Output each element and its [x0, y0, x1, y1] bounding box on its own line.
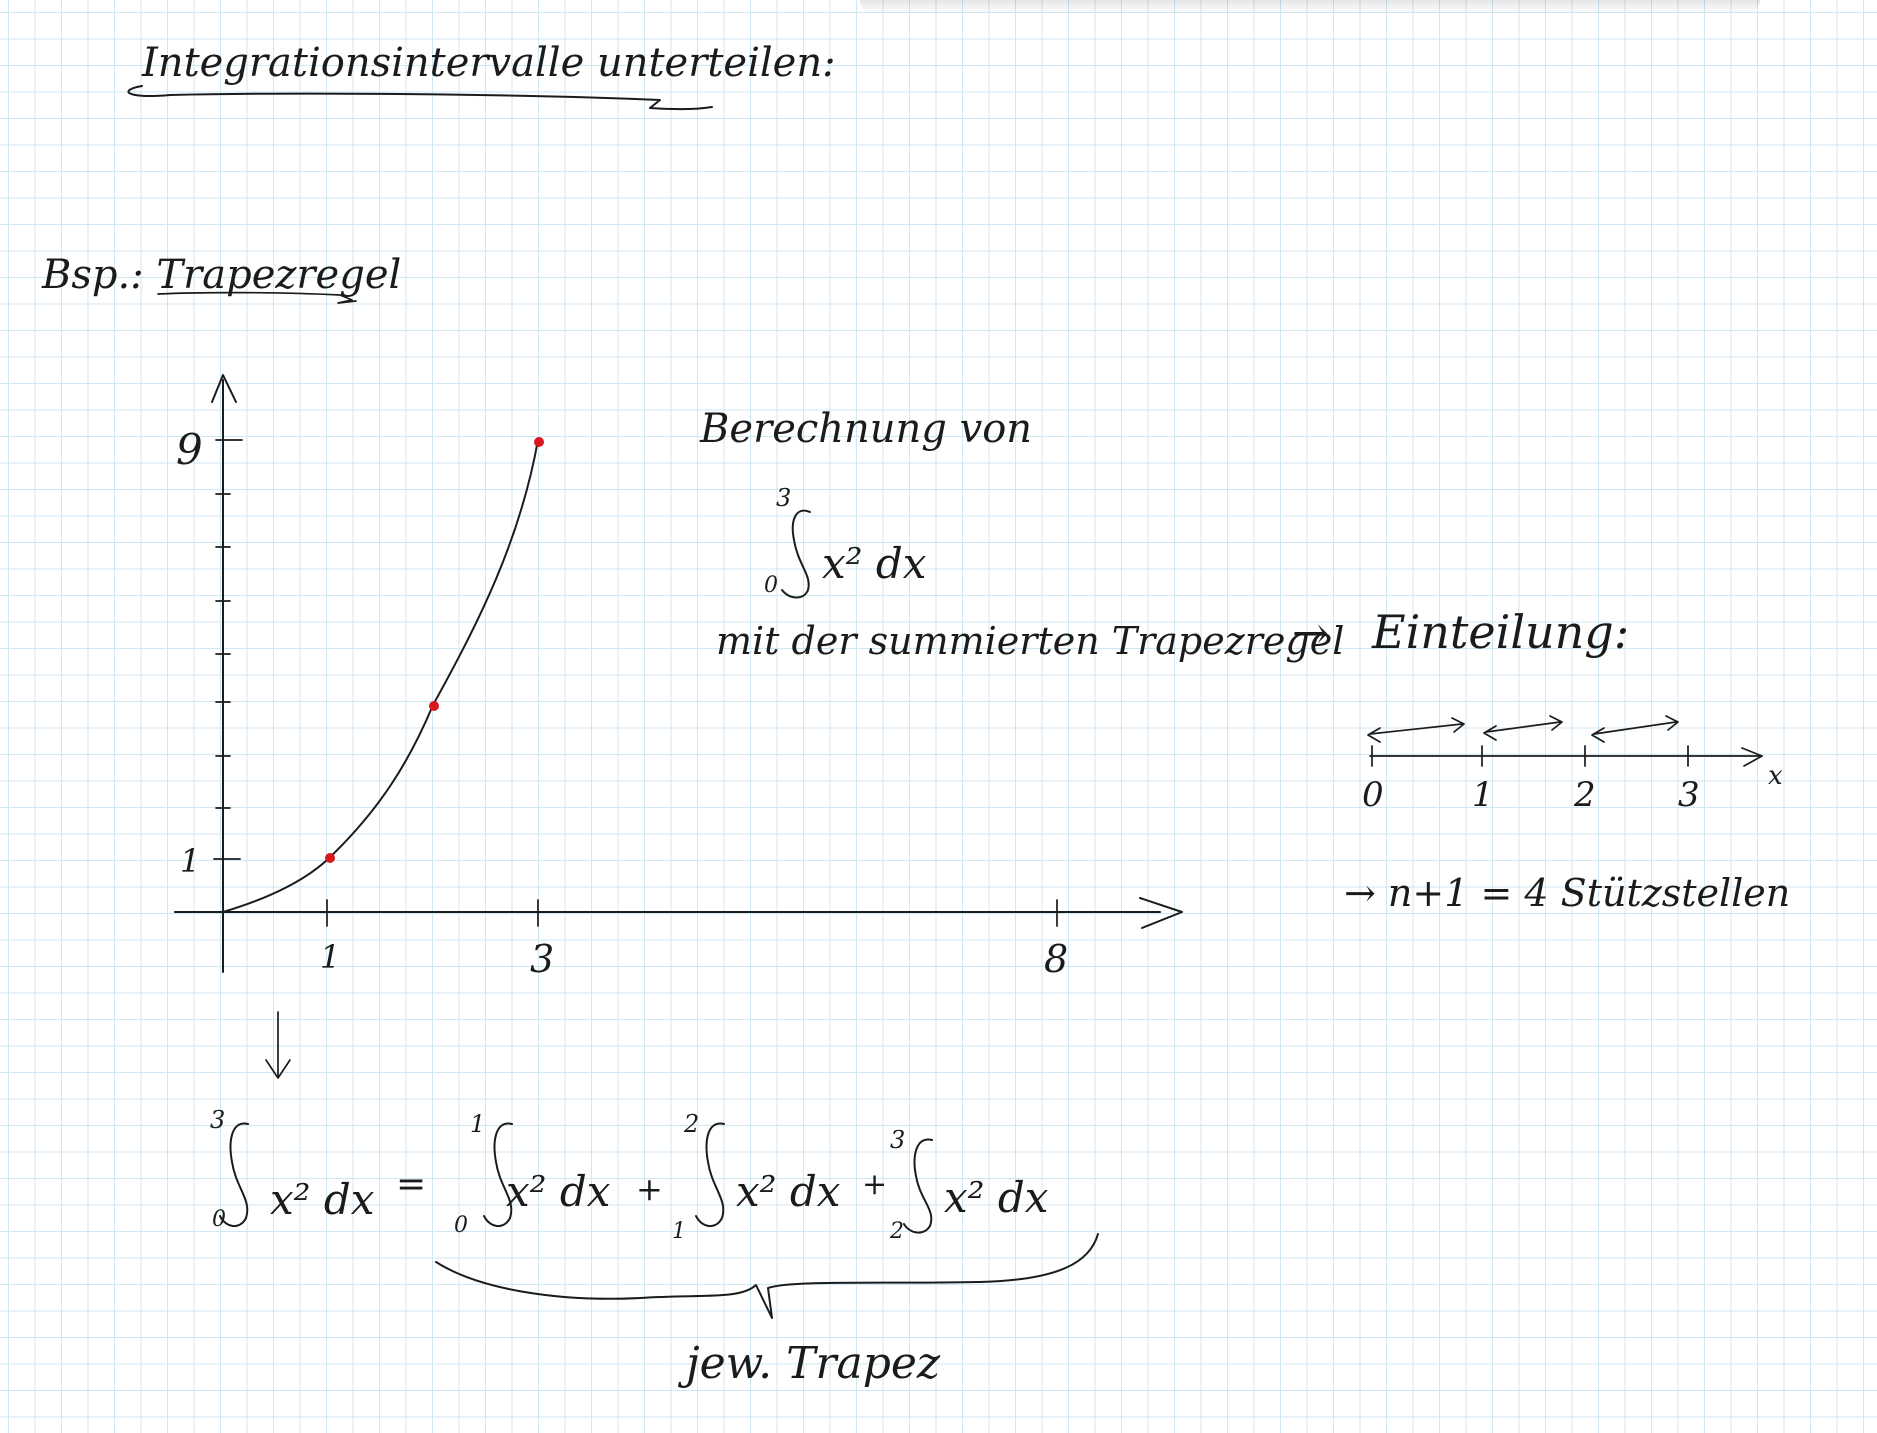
division-label: Einteilung:: [1371, 605, 1629, 659]
x-tick-label-1: 1: [320, 938, 340, 976]
term2-lower: 1: [672, 1219, 686, 1244]
term2-upper: 2: [683, 1110, 699, 1138]
lhs-lower: 0: [212, 1207, 226, 1232]
term2-integral-sign: [695, 1122, 725, 1227]
y-tick-label-9: 9: [176, 425, 203, 474]
support-points-note: → n+1 = 4 Stützstellen: [1344, 871, 1790, 915]
term3-upper: 3: [890, 1126, 905, 1154]
x-tick-label-8: 8: [1044, 937, 1068, 981]
brace-label: jew. Trapez: [677, 1338, 941, 1389]
top-shadow: [860, 0, 1760, 14]
term1-body: x² dx: [506, 1167, 611, 1216]
lhs-upper: 3: [210, 1106, 225, 1134]
equation-term-2: 2 1 x² dx: [672, 1110, 841, 1244]
interval-arrow: [1591, 715, 1679, 743]
y-tick-label-1: 1: [180, 842, 200, 880]
example-underline: [157, 291, 357, 304]
integral-sign: [781, 509, 811, 599]
plus-sign: +: [636, 1170, 663, 1208]
interval-arrow: [1483, 715, 1563, 741]
term1-integral-sign: [483, 1122, 513, 1227]
support-point: [534, 437, 544, 447]
down-arrow-head: [265, 1059, 291, 1079]
integral-lower: 0: [764, 573, 778, 598]
numberline-label-0: 0: [1362, 775, 1384, 815]
curly-brace: [435, 1233, 1099, 1319]
heading-group: Integrationsintervalle unterteilen:: [127, 40, 836, 111]
term3-body: x² dx: [944, 1173, 1049, 1222]
numberline-label-2: 2: [1573, 775, 1596, 815]
interval-arrow: [1367, 717, 1465, 743]
equation-term-3: 3 2 x² dx: [889, 1126, 1049, 1244]
equals-sign: =: [396, 1164, 426, 1205]
calc-block: Berechnung von 3 0 x² dx mit der summier…: [699, 406, 1629, 663]
term1-lower: 0: [454, 1213, 468, 1238]
graph: 9 1 1 3 8: [174, 374, 1183, 1079]
heading: Integrationsintervalle unterteilen:: [141, 40, 836, 86]
example-group: Bsp.: Trapezregel: [41, 252, 401, 304]
numberline-label-1: 1: [1472, 775, 1494, 815]
parabola-curve: [222, 439, 539, 913]
lhs-body: x² dx: [270, 1175, 375, 1224]
term1-upper: 1: [470, 1110, 485, 1138]
term2-body: x² dx: [736, 1167, 841, 1216]
heading-underline: [127, 85, 713, 111]
y-axis-arrowhead: [211, 374, 237, 403]
y-ticks: [213, 439, 243, 860]
lhs-integral-sign: [219, 1122, 249, 1227]
support-point: [429, 701, 439, 711]
x-axis-arrowhead: [1139, 897, 1183, 929]
x-ticks: [326, 899, 1058, 927]
term3-integral-sign: [903, 1138, 933, 1234]
numberline-arrowhead: [1741, 747, 1763, 767]
x-tick-label-3: 3: [530, 937, 554, 981]
numberline: 0 1 2 3 x: [1362, 715, 1783, 815]
calc-line3: mit der summierten Trapezregel: [716, 619, 1344, 663]
plus-sign: +: [862, 1167, 887, 1202]
support-point: [325, 853, 335, 863]
numberline-axis-label: x: [1768, 761, 1783, 791]
equation: 3 0 x² dx = 1 0 x² dx + 2 1 x² dx + 3 2 …: [210, 1106, 1099, 1389]
integral-upper: 3: [776, 484, 791, 512]
calc-integral: 3 0 x² dx: [764, 484, 927, 599]
numberline-label-3: 3: [1678, 775, 1700, 815]
calc-line1: Berechnung von: [699, 406, 1032, 452]
equation-lhs: 3 0 x² dx: [210, 1106, 375, 1232]
integral-body: x² dx: [822, 539, 927, 588]
example-label: Bsp.: Trapezregel: [41, 252, 401, 298]
calc-arrow: →: [1292, 608, 1329, 659]
term3-lower: 2: [889, 1219, 904, 1244]
equation-term-1: 1 0 x² dx: [454, 1110, 611, 1238]
